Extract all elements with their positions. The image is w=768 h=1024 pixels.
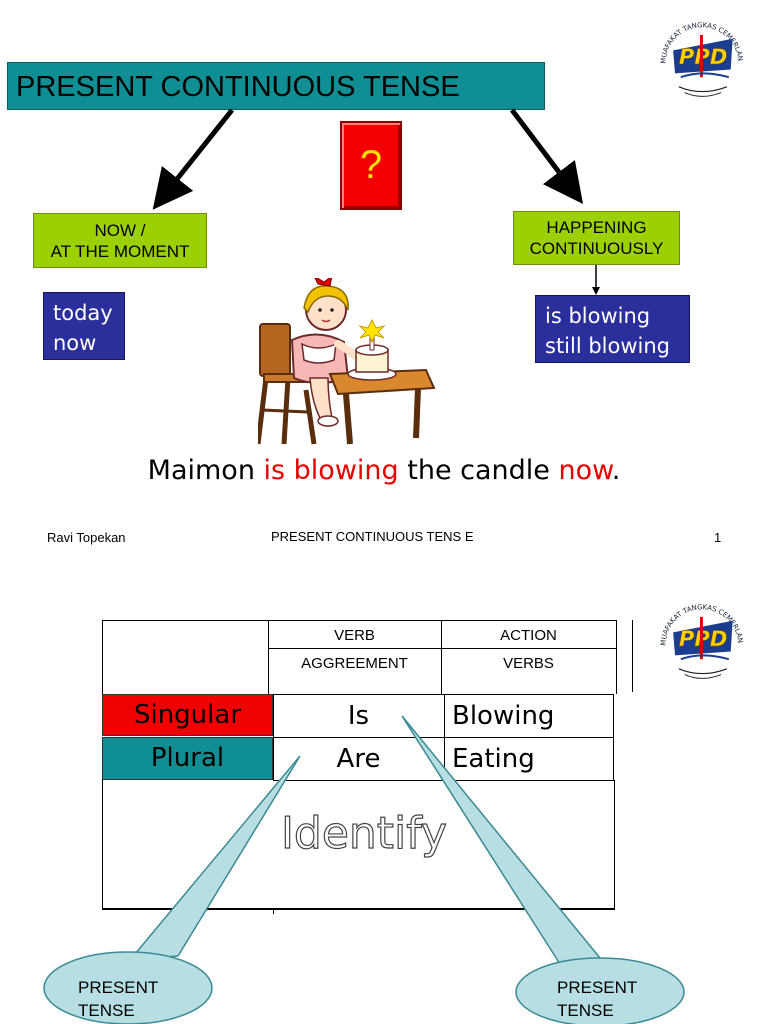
footer-author: Ravi Topekan	[47, 530, 126, 545]
footer-title: PRESENT CONTINUOUS TENS E	[271, 529, 474, 544]
slide-2: MUAFAKAT TANGKAS CEMERLANG PPD VERB AGGR…	[0, 580, 768, 1024]
callout-pointer-left	[128, 755, 301, 961]
slide-title: PRESENT CONTINUOUS TENSE	[7, 62, 545, 110]
happening-line2: CONTINUOUSLY	[529, 239, 664, 258]
time-words-box: today now	[43, 292, 125, 360]
callout-right-line2: TENSE	[557, 1001, 614, 1020]
verb-words-box: is blowing still blowing	[535, 295, 690, 363]
header-verbs: VERBS	[503, 655, 554, 672]
example-sentence: Maimon is blowing the candle now.	[0, 455, 768, 486]
verb-still-blowing: still blowing	[545, 334, 671, 358]
callout-bubble-left	[43, 951, 213, 1024]
sentence-end: .	[611, 455, 621, 486]
callout-bubble-right	[515, 957, 685, 1024]
cell-action-eating: Eating	[452, 744, 535, 774]
cell-verb-are: Are	[336, 744, 381, 774]
arrow-left	[152, 108, 234, 210]
sentence-object: the candle	[398, 455, 559, 486]
sentence-verb: is blowing	[263, 455, 399, 486]
header-action: ACTION	[500, 627, 557, 644]
header-verb: VERB	[334, 627, 375, 644]
time-word-today: today	[53, 301, 113, 325]
row-label-singular: Singular	[102, 694, 273, 736]
callout-right-line1: PRESENT	[557, 978, 638, 997]
now-box: NOW / AT THE MOMENT	[33, 213, 207, 268]
question-box: ?	[340, 121, 402, 210]
identify-wordart: Identify	[281, 808, 447, 859]
verb-is-blowing: is blowing	[545, 304, 651, 328]
now-line2: AT THE MOMENT	[50, 242, 190, 261]
sentence-time: now	[558, 455, 612, 486]
arrows	[152, 108, 600, 295]
callout-right-text: PRESENT TENSE	[557, 976, 637, 1022]
callout-left-text: PRESENT TENSE	[78, 976, 158, 1022]
verb-table: VERB AGGREEMENT ACTION VERBS Singular Pl…	[0, 580, 768, 1024]
logo-initials: PPD	[679, 44, 727, 69]
ppd-logo: MUAFAKAT TANGKAS CEMERLANG PPD	[652, 8, 747, 105]
time-word-now: now	[53, 331, 97, 355]
arrow-right	[510, 108, 584, 204]
callouts-layer: Identify	[43, 715, 685, 1024]
girl-birthday-cake-illustration	[258, 278, 436, 445]
now-line1: NOW /	[94, 221, 146, 240]
ppd-logo: MUAFAKAT TANGKAS CEMERLANG PPD	[652, 590, 747, 687]
slide-1: PRESENT CONTINUOUS TENSE ? NOW / AT THE …	[0, 8, 768, 545]
logo-initials: PPD	[679, 626, 727, 651]
cell-verb-is: Is	[347, 701, 370, 731]
cell-action-blowing: Blowing	[452, 701, 555, 731]
header-agreement: AGGREEMENT	[301, 655, 408, 672]
happening-box: HAPPENING CONTINUOUSLY	[513, 211, 680, 265]
callout-left-line2: TENSE	[78, 1001, 135, 1020]
row-label-plural: Plural	[102, 737, 273, 780]
sentence-subject: Maimon	[147, 455, 264, 486]
happening-line1: HAPPENING	[546, 218, 647, 237]
footer-page: 1	[714, 530, 722, 545]
question-mark: ?	[359, 143, 383, 187]
callout-left-line1: PRESENT	[78, 978, 159, 997]
